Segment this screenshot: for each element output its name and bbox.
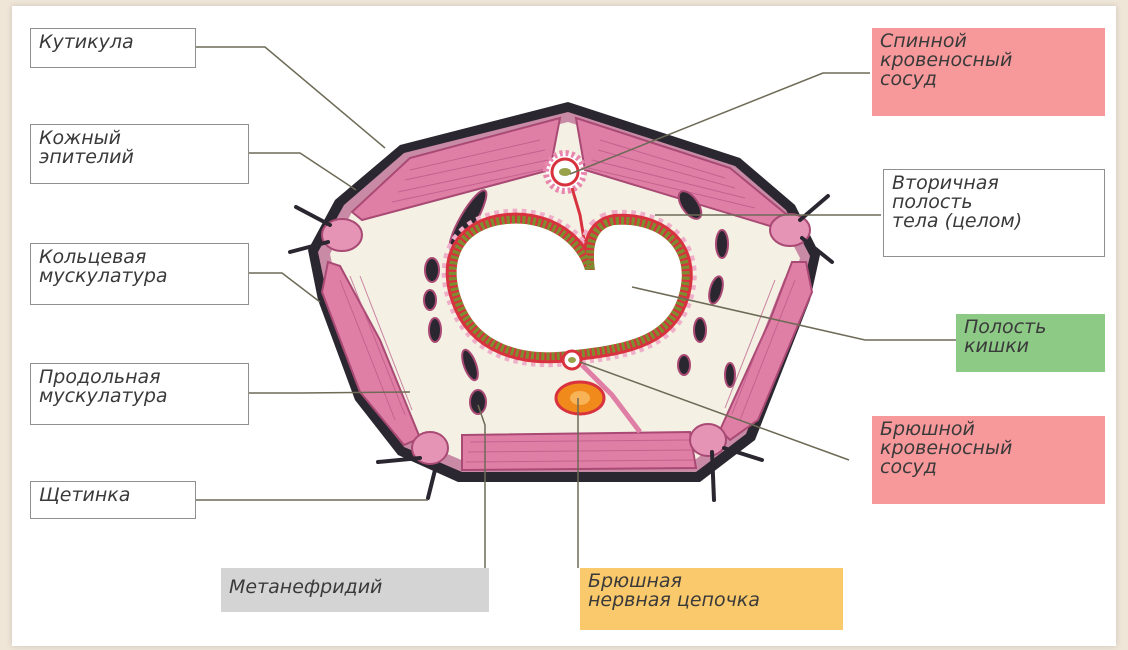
label-circular-muscles: Кольцевая мускулатура: [30, 243, 249, 305]
intestine: [457, 224, 682, 353]
label-gut-cavity: Полость кишки: [956, 314, 1105, 372]
label-cuticle: Кутикула: [30, 28, 196, 68]
label-metanephridium: Метанефридий: [221, 568, 489, 612]
label-dorsal-vessel: Спинной кровеносный сосуд: [872, 28, 1105, 116]
label-ventral-vessel: Брюшной кровеносный сосуд: [872, 416, 1105, 504]
label-longitudinal-muscles: Продольная мускулатура: [30, 363, 249, 425]
label-bristle: Щетинка: [30, 481, 196, 519]
label-coelom: Вторичная полость тела (целом): [883, 169, 1105, 257]
label-skin-epithelium: Кожный эпителий: [30, 124, 249, 184]
label-ventral-nerve-cord: Брюшная нервная цепочка: [580, 568, 843, 630]
